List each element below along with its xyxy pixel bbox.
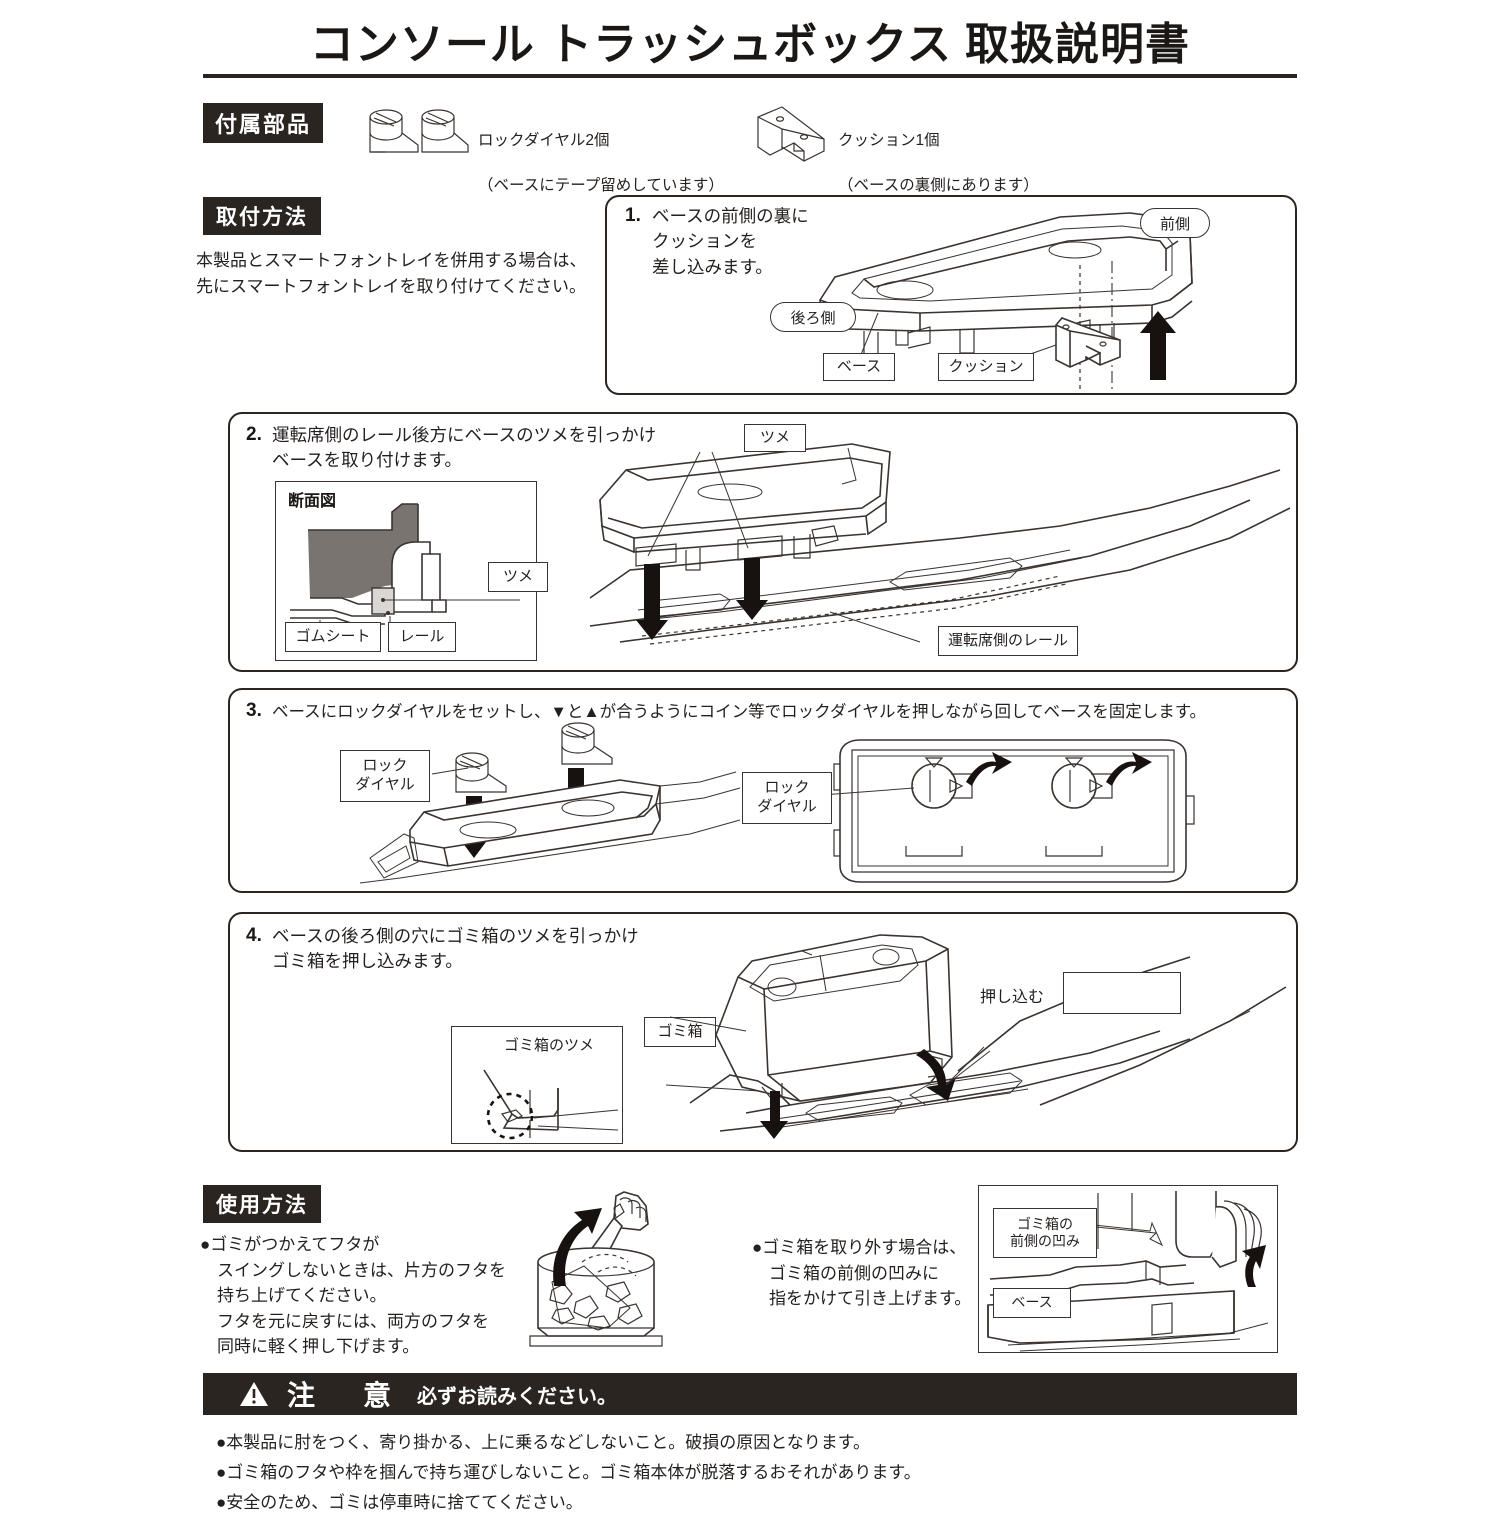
caution-subtitle: 必ずお読みください。 bbox=[417, 1385, 618, 1408]
label-trash-claw: ゴミ箱のツメ bbox=[503, 1037, 594, 1054]
caution-item-3: ●安全のため、ゴミは停車時に捨ててください。 bbox=[216, 1493, 583, 1512]
label-claw-step2: ツメ bbox=[744, 424, 806, 452]
label-claw-cross-section: ツメ bbox=[488, 562, 548, 592]
usage-section-tag: 使用方法 bbox=[203, 1185, 321, 1223]
parts-section-tag: 付属部品 bbox=[203, 103, 323, 143]
step-4-illustration bbox=[665, 925, 1290, 1147]
usage-bullet-1: ●ゴミがつかえてフタが スイングしないときは、片方のフタを 持ち上げてください。… bbox=[200, 1235, 506, 1356]
label-front-dent: ゴミ箱の 前側の凹み bbox=[993, 1208, 1097, 1258]
lock-dial-icon bbox=[360, 105, 470, 160]
parts-item-cushion-label: クッション1個 （ベースの裏側にあります） bbox=[838, 108, 1039, 198]
step-2-number: 2. bbox=[246, 424, 262, 445]
step-1-number: 1. bbox=[625, 205, 641, 226]
label-rear-side: 後ろ側 bbox=[770, 302, 856, 332]
caution-title: 注 意 bbox=[287, 1380, 402, 1411]
label-push-in bbox=[1063, 972, 1181, 1014]
caution-item-1: ●本製品に肘をつく、寄り掛かる、上に乗るなどしないこと。破損の原因となります。 bbox=[216, 1433, 871, 1452]
label-trash-box: ゴミ箱 bbox=[644, 1017, 716, 1047]
label-cushion-step1: クッション bbox=[938, 353, 1034, 381]
label-push-in-text: 押し込む bbox=[980, 989, 1045, 1006]
lid-lift-illustration bbox=[520, 1190, 700, 1355]
label-rubber-sheet: ゴムシート bbox=[285, 622, 381, 652]
step-4-text: ベースの後ろ側の穴にゴミ箱のツメを引っかけ ゴミ箱を押し込みます。 bbox=[272, 926, 639, 972]
step-3-number: 3. bbox=[246, 700, 262, 721]
install-section-tag: 取付方法 bbox=[203, 197, 321, 235]
trash-claw-frame bbox=[451, 1026, 623, 1144]
trash-claw-illustration bbox=[458, 1060, 619, 1142]
cross-section-title: 断面図 bbox=[288, 493, 337, 510]
lock-dial-name: ロックダイヤル2個 bbox=[478, 132, 610, 150]
step-3-text: ベースにロックダイヤルをセットし、▼と▲が合うようにコイン等でロックダイヤルを押… bbox=[272, 703, 1207, 721]
caution-item-2: ●ゴミ箱のフタや枠を掴んで持ち運びしないこと。ゴミ箱本体が脱落するおそれがありま… bbox=[216, 1463, 921, 1482]
label-base-usage: ベース bbox=[993, 1288, 1071, 1318]
cushion-note: （ベースの裏側にあります） bbox=[838, 177, 1039, 195]
step-3-right-illustration bbox=[755, 738, 1226, 888]
lock-dial-note: （ベースにテープ留めしています） bbox=[478, 177, 724, 195]
page-title: コンソール トラッシュボックス 取扱説明書 bbox=[309, 20, 1191, 69]
cross-section-illustration bbox=[280, 500, 535, 658]
usage-bullet-2: ●ゴミ箱を取り外す場合は、 ゴミ箱の前側の凹みに 指をかけて引き上げます。 bbox=[752, 1238, 972, 1308]
step-1-text: ベースの前側の裏に クッションを 差し込みます。 bbox=[652, 206, 809, 277]
label-lock-dial-right: ロック ダイヤル bbox=[742, 772, 832, 824]
warning-triangle-icon bbox=[239, 1381, 269, 1407]
cushion-icon bbox=[752, 103, 847, 165]
install-intro-text: 本製品とスマートフォントレイを併用する場合は、 先にスマートフォントレイを取り付… bbox=[196, 251, 587, 296]
label-base-step1: ベース bbox=[823, 353, 895, 381]
step-2-illustration bbox=[589, 430, 1291, 665]
caution-bar: 注 意 必ずお読みください。 bbox=[203, 1373, 1297, 1415]
step-3-left-illustration bbox=[359, 722, 741, 884]
label-lock-dial-left: ロック ダイヤル bbox=[340, 750, 430, 802]
step-1-illustration bbox=[800, 205, 1280, 390]
step-4-number: 4. bbox=[246, 925, 262, 946]
label-rail: レール bbox=[388, 622, 456, 652]
parts-item-lock-dial-label: ロックダイヤル2個 （ベースにテープ留めしています） bbox=[478, 108, 724, 198]
label-front-side: 前側 bbox=[1140, 208, 1210, 238]
cushion-name: クッション1個 bbox=[838, 132, 940, 150]
title-divider bbox=[203, 74, 1297, 78]
label-driver-rail: 運転席側のレール bbox=[938, 626, 1078, 656]
step-2-text: 運転席側のレール後方にベースのツメを引っかけ ベースを取り付けます。 bbox=[272, 425, 657, 471]
